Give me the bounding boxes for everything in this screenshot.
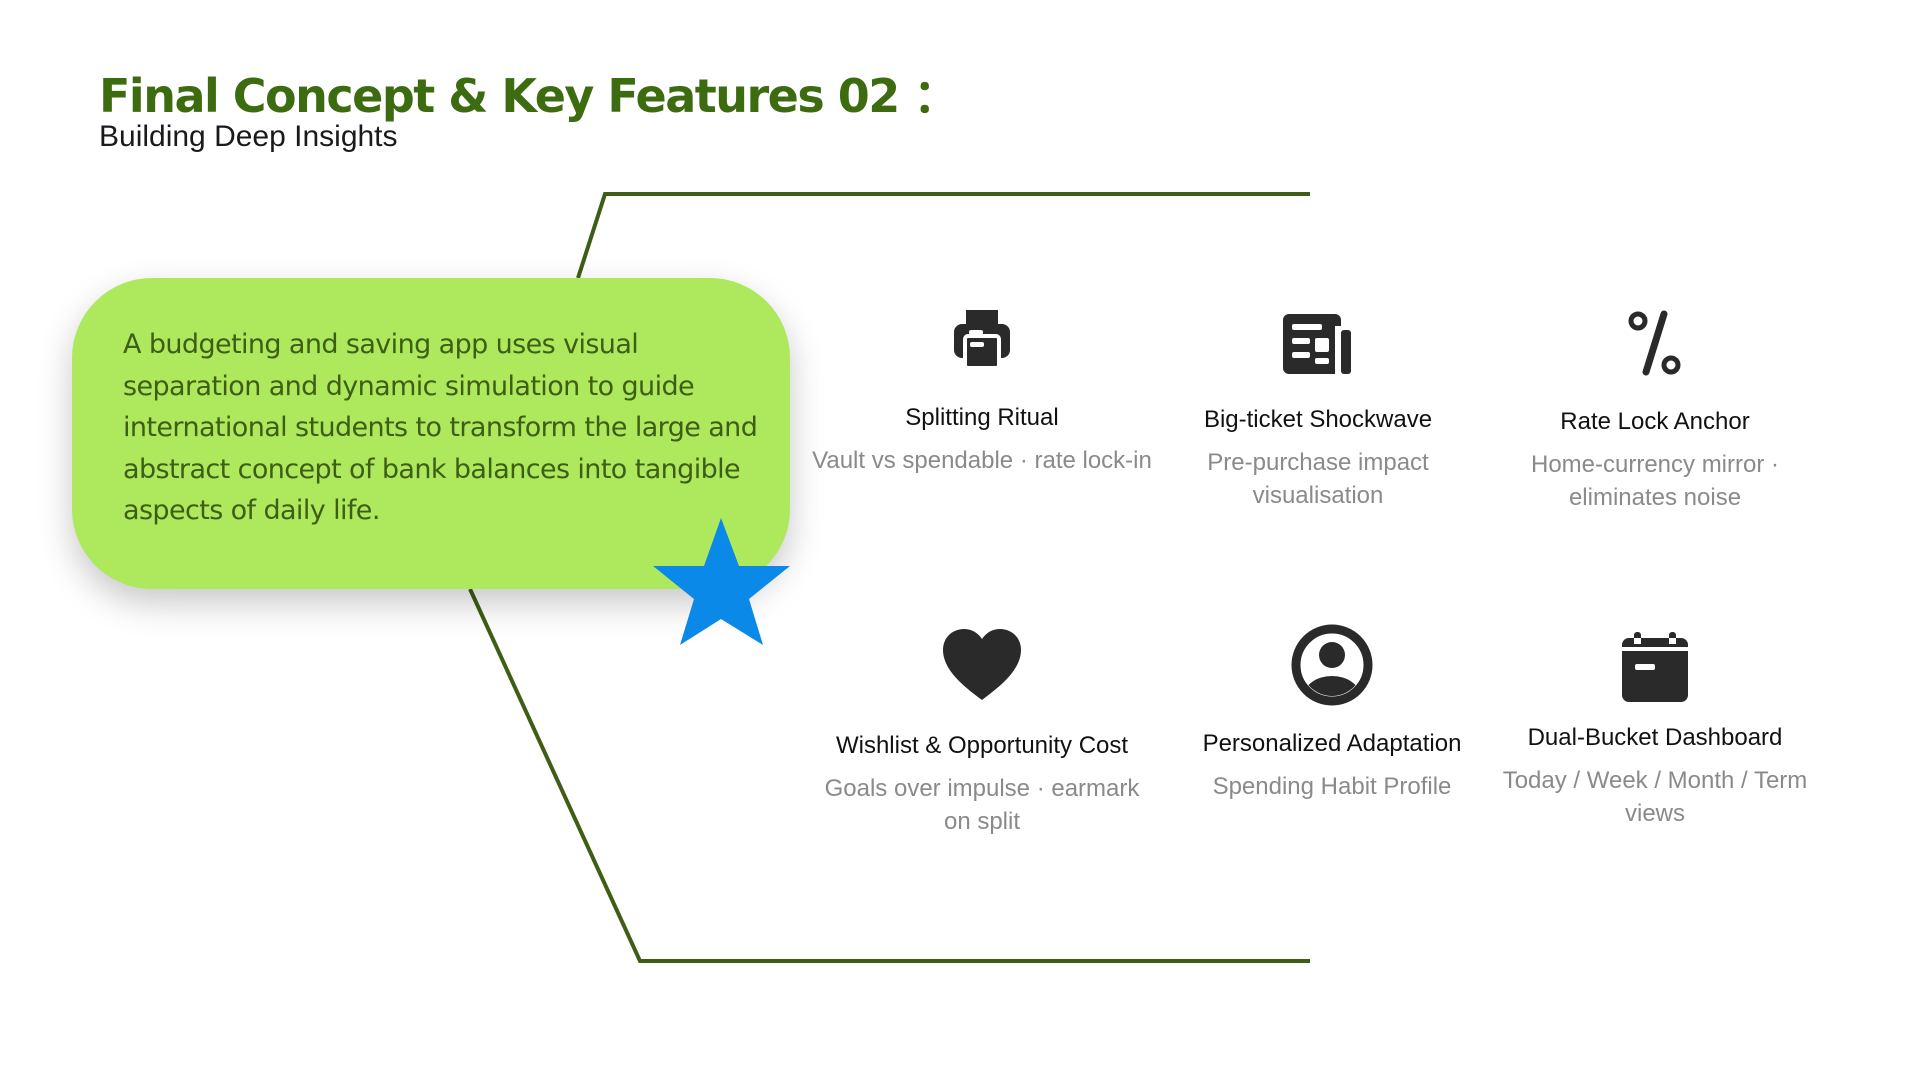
concept-card: A budgeting and saving app uses visual s… xyxy=(72,278,790,589)
feature-dual-bucket-dashboard: Dual-Bucket Dashboard Today / Week / Mon… xyxy=(1485,632,1825,830)
lower-bracket-line xyxy=(468,588,1310,963)
feature-title: Big-ticket Shockwave xyxy=(1203,406,1433,433)
feature-desc: Vault vs spendable · rate lock-in xyxy=(812,447,1152,474)
user-circle-icon xyxy=(1291,624,1373,706)
feature-title: Dual-Bucket Dashboard xyxy=(1527,724,1783,751)
feature-personalized-adaptation: Personalized Adaptation Spending Habit P… xyxy=(1162,624,1502,803)
feature-desc: Spending Habit Profile xyxy=(1212,773,1452,800)
star-icon xyxy=(653,518,790,645)
page-title: Final Concept & Key Features 02 ： xyxy=(99,69,959,123)
newspaper-icon xyxy=(1283,314,1351,374)
feature-wishlist-opportunity-cost: Wishlist & Opportunity Cost Goals over i… xyxy=(812,626,1152,838)
printer-icon xyxy=(954,310,1010,370)
feature-desc: Pre-purchase impact visualisation xyxy=(1207,449,1429,509)
feature-desc: Goals over impulse · earmark on split xyxy=(824,775,1140,835)
upper-bracket-line xyxy=(576,192,1310,279)
feature-desc: Today / Week / Month / Term views xyxy=(1502,767,1808,827)
calendar-icon xyxy=(1622,632,1688,702)
feature-splitting-ritual: Splitting Ritual Vault vs spendable · ra… xyxy=(812,306,1152,477)
concept-text: A budgeting and saving app uses visual s… xyxy=(123,329,758,526)
feature-title: Personalized Adaptation xyxy=(1202,730,1462,757)
percent-icon xyxy=(1628,310,1681,376)
feature-title: Rate Lock Anchor xyxy=(1560,408,1750,435)
feature-big-ticket-shockwave: Big-ticket Shockwave Pre-purchase impact… xyxy=(1148,312,1488,512)
feature-desc: Home-currency mirror · eliminates noise xyxy=(1530,451,1779,511)
feature-rate-lock-anchor: Rate Lock Anchor Home-currency mirror · … xyxy=(1485,310,1825,514)
heart-icon xyxy=(943,629,1021,700)
page-subtitle: Building Deep Insights xyxy=(99,120,398,153)
feature-title: Wishlist & Opportunity Cost xyxy=(835,732,1129,759)
feature-title: Splitting Ritual xyxy=(905,404,1059,431)
